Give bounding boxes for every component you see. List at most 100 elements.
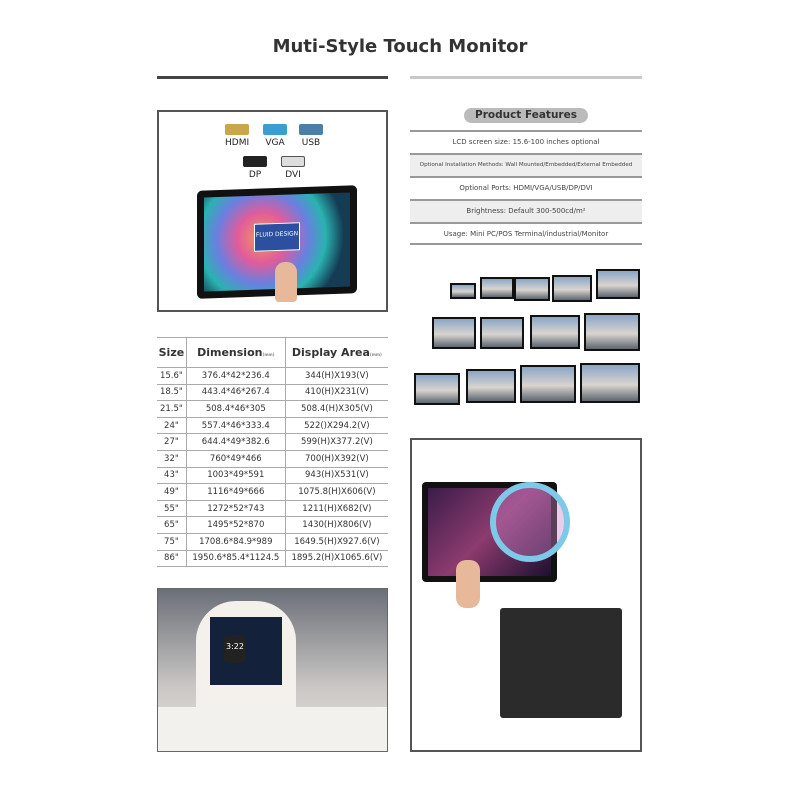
monitor-thumbnail: [530, 315, 580, 349]
table-cell: 1211(H)X682(V): [284, 499, 388, 518]
monitor-thumbnail: [414, 373, 460, 405]
size-lineup-image: [410, 265, 642, 415]
table-cell: 508.4*46*305: [185, 400, 286, 418]
table-cell: 49": [157, 483, 187, 501]
table-cell: 508.4(H)X305(V): [284, 400, 388, 418]
table-cell: 557.4*46*333.4: [185, 416, 286, 435]
feature-item: Usage: Mini PC/POS Terminal/industrial/M…: [410, 222, 642, 245]
table-cell: 1075.8(H)X606(V): [284, 483, 388, 501]
monitor-thumbnail: [466, 369, 516, 403]
table-cell: 1003*49*591: [185, 466, 286, 485]
monitor-thumbnail: [450, 283, 476, 299]
table-cell: 599(H)X377.2(V): [284, 433, 388, 451]
monitor-thumbnail: [480, 277, 514, 299]
table-cell: 18.5": [157, 383, 187, 402]
showroom-photo: 3:22: [157, 588, 388, 752]
monitor-thumbnail: [580, 363, 640, 403]
port-dvi: DVI: [281, 156, 305, 180]
port-label: USB: [301, 138, 321, 148]
table-cell: 55": [157, 499, 187, 518]
port-hdmi: HDMI: [225, 124, 249, 148]
header-label: Display Area: [291, 346, 370, 359]
table-cell: 410(H)X231(V): [284, 383, 388, 402]
feature-item: LCD screen size: 15.6-100 inches optiona…: [410, 130, 642, 153]
monitor-thumbnail: [584, 313, 640, 351]
table-cell: 344(H)X193(V): [284, 367, 388, 385]
table-cell: 1430(H)X806(V): [284, 516, 388, 534]
header-size: Size: [157, 337, 187, 368]
hand-image: [275, 262, 297, 302]
table-cell: 644.4*49*382.6: [185, 433, 286, 451]
table-cell: 32": [157, 449, 187, 468]
port-dp: DP: [243, 156, 267, 180]
monitor-thumbnail: [514, 277, 550, 301]
table-cell: 24": [157, 416, 187, 435]
header-dimension: Dimension(mm): [185, 337, 286, 368]
watch-display: 3:22: [224, 635, 246, 663]
table-cell: 27": [157, 433, 187, 451]
port-label: DP: [248, 170, 262, 180]
table-cell: 1272*52*743: [185, 499, 286, 518]
port-label: DVI: [285, 170, 301, 180]
spec-table: Size Dimension(mm) Display Area(mm) 15.6…: [157, 337, 388, 568]
header-label: Dimension: [197, 346, 263, 359]
header-unit: (mm): [262, 352, 275, 357]
header-unit: (mm): [369, 352, 382, 357]
table-cell: 21.5": [157, 400, 187, 418]
monitor-thumbnail: [520, 365, 576, 403]
monitor-thumbnail: [432, 317, 476, 349]
table-cell: 1895.2(H)X1065.6(V): [284, 549, 388, 568]
table-cell: 15.6": [157, 367, 187, 385]
usb-icon: [299, 124, 323, 135]
feature-item: Optional Installation Methods: Wall Moun…: [410, 153, 642, 176]
table-cell: 943(H)X531(V): [284, 466, 388, 485]
table-cell: 376.4*42*236.4: [185, 367, 286, 385]
table-cell: 75": [157, 532, 187, 551]
water-splash-image: [490, 482, 570, 562]
dvi-icon: [281, 156, 305, 167]
table-cell: 1649.5(H)X927.6(V): [284, 532, 388, 551]
feature-item: Optional Ports: HDMI/VGA/USB/DP/DVI: [410, 176, 642, 199]
feature-item: Brightness: Default 300-500cd/m²: [410, 199, 642, 222]
table-cell: 760*49*466: [185, 449, 286, 468]
table-cell: 1495*52*870: [185, 516, 286, 534]
table-cell: 1116*49*666: [185, 483, 286, 501]
table-cell: 65": [157, 516, 187, 534]
port-label: VGA: [265, 138, 285, 148]
monitor-back-image: [500, 608, 622, 718]
vga-icon: [263, 124, 287, 135]
open-frame-monitor-photo: [410, 438, 642, 752]
monitor-thumbnail: [596, 269, 640, 299]
page-title: Muti-Style Touch Monitor: [272, 36, 528, 57]
features-list: LCD screen size: 15.6-100 inches optiona…: [410, 130, 642, 245]
ports-panel: HDMI VGA USB DP DVI FLUID DESIGN: [157, 110, 388, 312]
header-label: Size: [158, 346, 185, 359]
kiosk-image: 3:22: [196, 601, 296, 713]
port-label: HDMI: [225, 138, 250, 148]
features-title: Product Features: [464, 108, 588, 123]
table-cell: 700(H)X392(V): [284, 449, 388, 468]
table-cell: 443.4*46*267.4: [185, 383, 286, 402]
title-divider-light: [410, 76, 642, 79]
screen-text: FLUID DESIGN: [254, 222, 300, 252]
monitor-thumbnail: [480, 317, 524, 349]
monitor-thumbnail: [552, 275, 592, 302]
port-vga: VGA: [263, 124, 287, 148]
header-display-area: Display Area(mm): [284, 337, 388, 368]
table-cell: 522()X294.2(V): [284, 416, 388, 435]
table-header: Size Dimension(mm) Display Area(mm): [157, 337, 388, 368]
display-table: [158, 707, 387, 751]
dp-icon: [243, 156, 267, 167]
hand-image: [456, 560, 480, 608]
title-divider-dark: [157, 76, 388, 79]
